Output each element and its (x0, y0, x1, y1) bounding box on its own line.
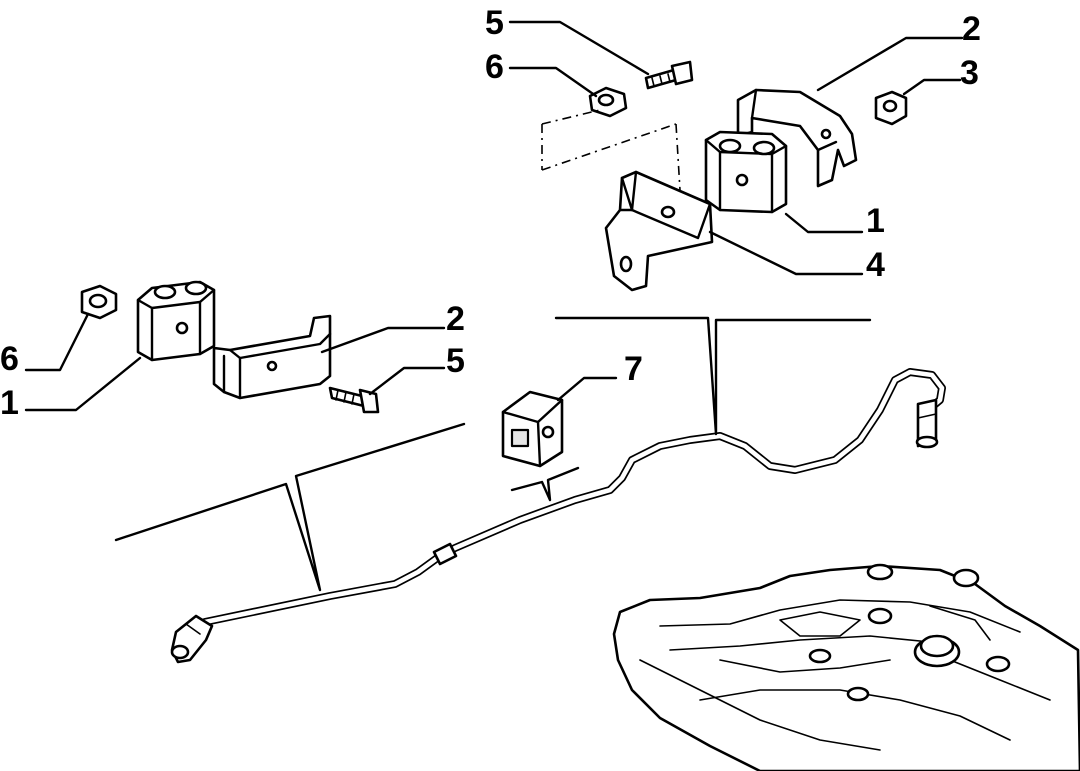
callout-top-1: 1 (866, 202, 885, 240)
fuel-tank (612, 563, 1080, 771)
clamp-top-1 (704, 130, 788, 214)
callout-top-4: 4 (866, 246, 885, 284)
fuel-pipe (186, 368, 946, 636)
callout-top-2: 2 (962, 10, 981, 48)
callout-top-6: 6 (485, 48, 504, 86)
bracket-left-2 (212, 314, 332, 400)
nut-left-6 (80, 284, 118, 320)
pipe-right-connector (915, 398, 939, 449)
clamp-left-1 (136, 280, 216, 362)
break-line-middle (510, 466, 580, 502)
clip-part-7 (501, 390, 564, 468)
callout-left-2: 2 (446, 300, 465, 338)
pipe-left-connector (170, 614, 214, 664)
callout-left-6: 6 (0, 340, 19, 378)
callout-top-5: 5 (485, 4, 504, 42)
pipe-sleeve (432, 542, 458, 566)
callout-left-5: 5 (446, 342, 465, 380)
bracket-top-4 (604, 170, 714, 292)
nut-top-3 (874, 90, 908, 126)
bracket-top-2 (736, 88, 858, 188)
dashed-alignment-lines (541, 109, 681, 191)
nut-top-6 (588, 86, 628, 118)
callout-mid-7: 7 (624, 350, 643, 388)
callout-top-3: 3 (960, 54, 979, 92)
bolt-top-5 (644, 60, 694, 90)
leader-lines (24, 20, 964, 412)
break-line-left (114, 422, 466, 592)
break-line-right (554, 316, 872, 436)
bolt-left-5 (328, 386, 380, 414)
callout-labels: 5 6 2 3 1 4 6 1 2 5 7 (0, 4, 981, 422)
callout-left-1: 1 (0, 384, 19, 422)
